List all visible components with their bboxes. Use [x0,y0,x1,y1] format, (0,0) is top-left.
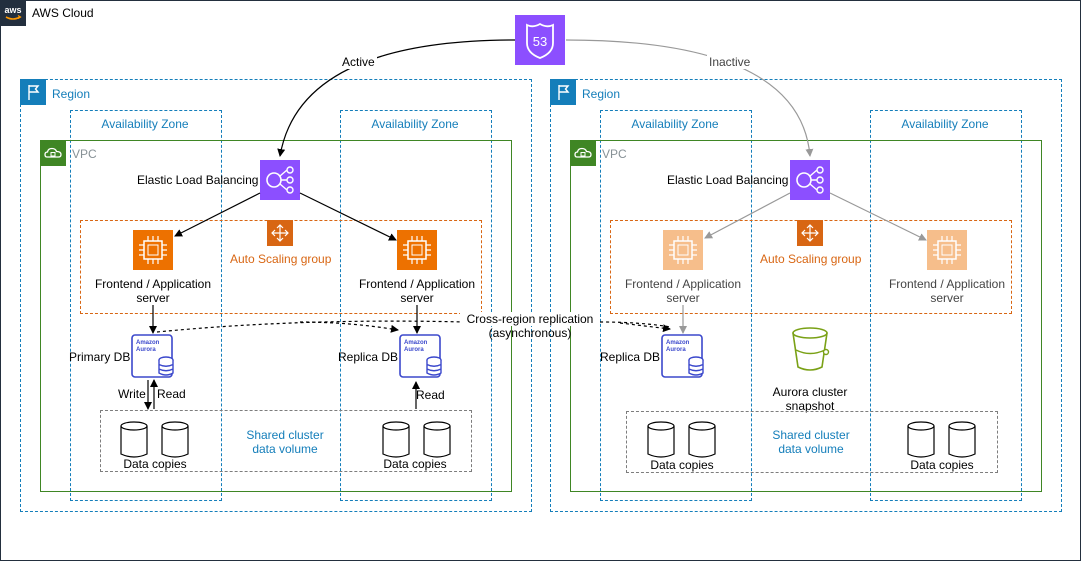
server-2b-label-line2: server [930,291,964,305]
availability-zone-2b-label: Availability Zone [901,117,989,131]
server-1a-label-line1: Frontend / Application [94,277,212,291]
aurora-icon-text-1: Amazon [136,340,160,346]
data-copies-icon [905,420,981,460]
vpc-cloud-icon [40,140,66,166]
elastic-load-balancing-icon[interactable] [790,160,830,200]
write-label: Write [118,387,146,401]
snapshot-label-line1: Aurora cluster [772,385,848,399]
aurora-icon-text-1: Amazon [404,340,428,346]
availability-zone-1b-label: Availability Zone [371,117,459,131]
active-label: Active [340,55,377,69]
aurora-icon-text-2: Aurora [666,347,686,353]
snapshot-label-line2: snapshot [785,399,835,413]
aurora-icon-text-2: Aurora [404,347,424,353]
ec2-instance-icon[interactable] [663,230,703,270]
asg-1-label: Auto Scaling group [230,252,332,266]
server-1b-label-line2: server [400,291,434,305]
server-1b-label-line1: Frontend / Application [358,277,476,291]
region-2-label: Region [582,87,621,101]
shared-volume-1-label-line1: Shared cluster [246,428,324,442]
vpc-1-label: VPC [72,147,97,161]
aurora-db-icon[interactable]: Amazon Aurora [130,333,178,381]
replication-label-line2: (asynchronous) [488,326,572,340]
aurora-icon-text-2: Aurora [136,347,156,353]
shared-cluster-volume-1 [100,410,472,472]
elastic-load-balancing-icon[interactable] [260,160,300,200]
data-copies-1a-label: Data copies [123,457,187,471]
s3-bucket-icon[interactable] [788,325,832,375]
shared-volume-1-label-line2: data volume [252,442,318,456]
replica-db-1-label: Replica DB [338,350,399,364]
replica-db-2-label: Replica DB [600,350,661,364]
read-label: Read [157,387,186,401]
ec2-instance-icon[interactable] [927,230,967,270]
primary-db-label: Primary DB [69,350,131,364]
availability-zone-1a [70,110,222,501]
availability-zone-2b [870,110,1022,501]
vpc-2-label: VPC [602,147,627,161]
data-copies-icon [645,420,721,460]
data-copies-icon [118,420,194,460]
asg-2-label: Auto Scaling group [760,252,862,266]
aws-logo-text: aws [4,5,21,15]
region-1 [20,79,532,512]
server-2a-label-line2: server [666,291,700,305]
region-flag-icon [20,79,46,105]
ec2-instance-icon[interactable] [397,230,437,270]
aurora-db-icon[interactable]: Amazon Aurora [660,333,708,381]
shared-volume-2-label-line2: data volume [778,442,844,456]
vpc-cloud-icon [570,140,596,166]
data-copies-icon [380,420,456,460]
availability-zone-1a-label: Availability Zone [101,117,189,131]
elb-1-label: Elastic Load Balancing [137,173,259,187]
aurora-icon-text-1: Amazon [666,340,690,346]
availability-zone-2a-label: Availability Zone [631,117,719,131]
ec2-instance-icon[interactable] [133,230,173,270]
server-1a-label-line2: server [136,291,170,305]
data-copies-2a-label: Data copies [650,458,714,472]
aws-logo-icon: aws [0,0,26,26]
route53-icon[interactable]: 53 [515,15,565,65]
shared-volume-2-label-line1: Shared cluster [772,428,850,442]
read-label: Read [416,388,445,402]
elb-2-label: Elastic Load Balancing [667,173,789,187]
server-2b-label-line1: Frontend / Application [888,277,1006,291]
shared-cluster-volume-2 [626,411,998,473]
data-copies-2b-label: Data copies [910,458,974,472]
route53-icon-text: 53 [533,34,547,49]
replication-label-line1: Cross-region replication [460,312,600,326]
data-copies-1b-label: Data copies [383,457,447,471]
inactive-label: Inactive [707,55,753,69]
aws-cloud-label: AWS Cloud [32,6,94,20]
auto-scaling-icon [267,220,293,246]
region-flag-icon [550,79,576,105]
auto-scaling-icon [797,220,823,246]
region-1-label: Region [52,87,91,101]
aurora-db-icon[interactable]: Amazon Aurora [398,333,446,381]
server-2a-label-line1: Frontend / Application [624,277,742,291]
